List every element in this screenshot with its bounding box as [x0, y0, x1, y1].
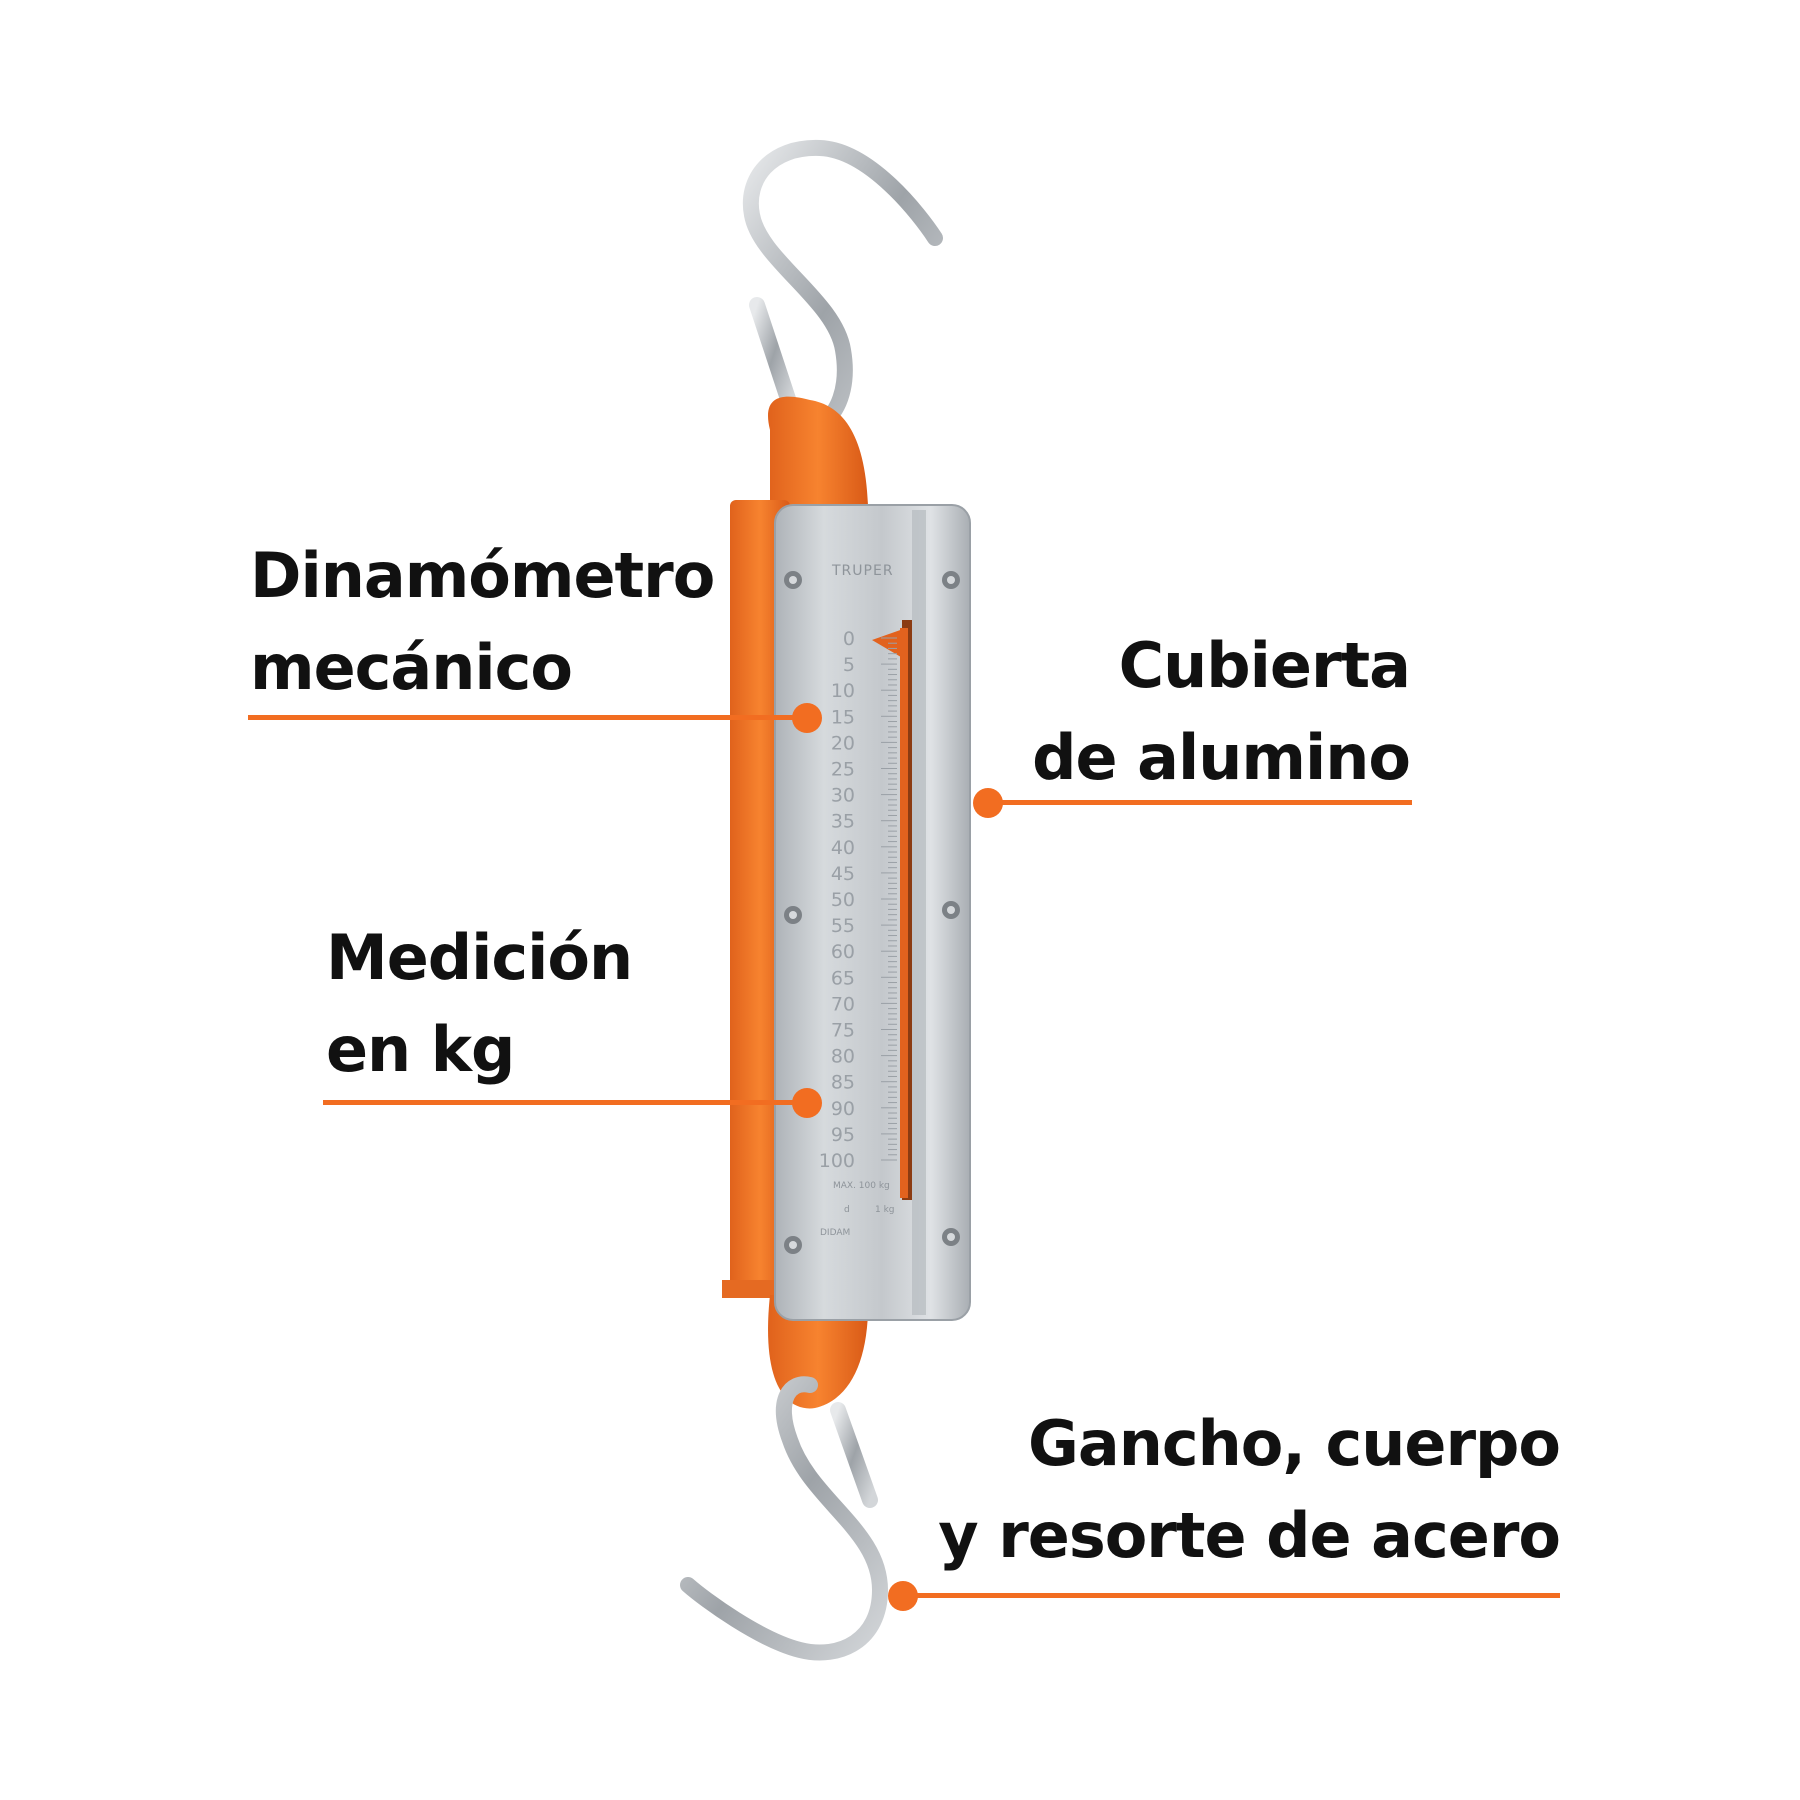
scale-tick-label: 5 — [843, 654, 855, 676]
scale-tick-label: 90 — [831, 1098, 855, 1120]
aluminum-cover-plate — [774, 504, 971, 1321]
pointer — [872, 628, 906, 660]
rivets — [784, 571, 960, 1254]
circle-dot-icon — [973, 788, 1003, 818]
scale-tick-label: 0 — [843, 628, 855, 650]
scale-tick-label: 65 — [831, 967, 855, 989]
callout-dinamometro-line2: mecánico — [250, 631, 573, 704]
model-label: DIDAM — [820, 1228, 850, 1238]
scale-tick-label: 85 — [831, 1072, 855, 1094]
bottom-s-hook-icon — [680, 1376, 889, 1661]
scale-tick-label: 15 — [831, 706, 855, 728]
callout-medicion: Medición en kg — [326, 912, 633, 1096]
scale-tick-label: 40 — [831, 837, 855, 859]
callout-gancho-line1: Gancho, cuerpo — [1028, 1407, 1561, 1480]
scale-tick-label: 55 — [831, 915, 855, 937]
scale-tick-label: 35 — [831, 811, 855, 833]
scale-tick-label: 60 — [831, 941, 855, 963]
circle-dot-icon — [792, 1088, 822, 1118]
scale-tick-label: 25 — [831, 759, 855, 781]
callout-medicion-line1: Medición — [326, 921, 633, 994]
scale-tick-label: 20 — [831, 732, 855, 754]
scale-tick-label: 50 — [831, 889, 855, 911]
top-tab — [768, 396, 868, 505]
callout-cubierta-line2: de alumino — [1032, 721, 1411, 794]
scale-tick-label: 80 — [831, 1046, 855, 1068]
callout-dinamometro: Dinamómetro mecánico — [250, 530, 715, 714]
leader-gancho — [900, 1593, 1560, 1598]
callout-dinamometro-line1: Dinamómetro — [250, 539, 715, 612]
scale-tick-label: 30 — [831, 785, 855, 807]
callout-gancho-line2: y resorte de acero — [938, 1499, 1561, 1572]
scale-tick-label: 75 — [831, 1020, 855, 1042]
scale-ticks: 0 5 10 15 20 25 30 35 40 45 50 55 60 65 70 75 80 85 90 95 10… — [819, 628, 897, 1172]
leader-medicion — [323, 1100, 808, 1105]
scale-tick-label: 95 — [831, 1124, 855, 1146]
scale-tick-label: 45 — [831, 863, 855, 885]
circle-dot-icon — [888, 1581, 918, 1611]
pointer-strip — [900, 628, 908, 1198]
scale-tick-label: 10 — [831, 680, 855, 702]
max-label: MAX. 100 kg — [833, 1181, 890, 1191]
callout-cubierta-line1: Cubierta — [1118, 629, 1411, 702]
callout-cubierta: Cubierta de alumino — [1000, 620, 1411, 804]
top-s-hook-icon — [742, 139, 943, 428]
scale-tick-label: 70 — [831, 993, 855, 1015]
d-label: d — [844, 1205, 850, 1215]
scale-tick-label: 100 — [819, 1150, 855, 1172]
callout-medicion-line2: en kg — [326, 1013, 515, 1086]
plate-fold — [912, 510, 926, 1315]
leader-cubierta — [985, 800, 1412, 805]
brand-label: TRUPER — [831, 563, 894, 579]
leader-dinamometro — [248, 715, 808, 720]
d-value: 1 kg — [875, 1205, 895, 1215]
circle-dot-icon — [792, 703, 822, 733]
callout-gancho: Gancho, cuerpo y resorte de acero — [890, 1398, 1561, 1582]
